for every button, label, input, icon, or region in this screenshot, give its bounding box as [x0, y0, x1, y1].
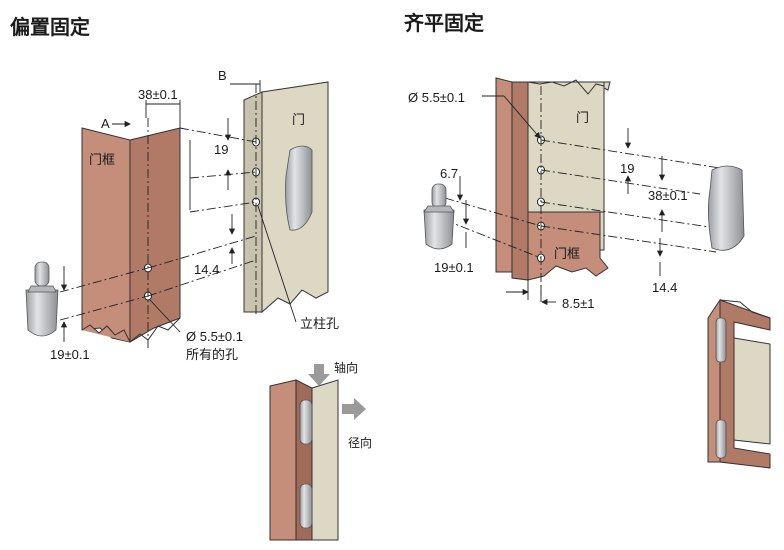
- flush-mount-drawing: Ø 5.5±0.1 6.7 19 38±0.1 19±0.1 14.4 8.5±…: [408, 77, 745, 311]
- post-hole-label: 立柱孔: [300, 317, 339, 332]
- hinge-leaf-right: [708, 165, 745, 251]
- flush-detail: [707, 298, 771, 469]
- radial-label: 径向: [348, 435, 372, 450]
- axial-radial-detail: 轴向 径向: [269, 360, 372, 541]
- hinge-leaf-left: [285, 145, 313, 231]
- dim-19-right: 19: [620, 161, 634, 176]
- radial-arrow-icon: [342, 398, 366, 420]
- door-frame-right: [495, 77, 609, 281]
- dim-a-label: A: [101, 116, 110, 131]
- dim-8-5-right: 8.5±1: [562, 296, 594, 311]
- dim-19-left: 19: [214, 142, 228, 157]
- hinge-pin-right: [423, 183, 455, 250]
- all-holes-label: 所有的孔: [186, 347, 238, 363]
- dim-6-7-right: 6.7: [440, 166, 458, 181]
- title-flush-mount: 齐平固定: [404, 11, 484, 35]
- dim-hole-left: Ø 5.5±0.1: [186, 329, 243, 344]
- axial-label: 轴向: [334, 360, 358, 375]
- axial-arrow-icon: [308, 364, 330, 386]
- dim-38-left: 38±0.1: [138, 87, 178, 102]
- door-label-left: 门: [292, 113, 305, 128]
- door-label-right: 门: [576, 111, 589, 126]
- offset-mount-drawing: 38±0.1 A B 19 14.4 19±0.1 Ø 5.5±0.1 所有的孔…: [25, 68, 339, 363]
- frame-label-left: 门框: [89, 153, 115, 168]
- door-right: [527, 79, 611, 251]
- frame-label-right: 门框: [554, 247, 580, 262]
- dim-hole-right: Ø 5.5±0.1: [408, 90, 465, 105]
- dim-19-01-right: 19±0.1: [434, 260, 474, 275]
- dim-19-01-left: 19±0.1: [50, 347, 90, 362]
- dim-b-label: B: [218, 68, 227, 83]
- hinge-pin-left: [25, 261, 59, 337]
- title-offset-mount: 偏置固定: [10, 15, 90, 39]
- dim-14-4-left: 14.4: [194, 262, 219, 277]
- dim-38-right: 38±0.1: [648, 188, 688, 203]
- dim-14-4-right: 14.4: [652, 280, 677, 295]
- door-frame-left: [81, 127, 181, 343]
